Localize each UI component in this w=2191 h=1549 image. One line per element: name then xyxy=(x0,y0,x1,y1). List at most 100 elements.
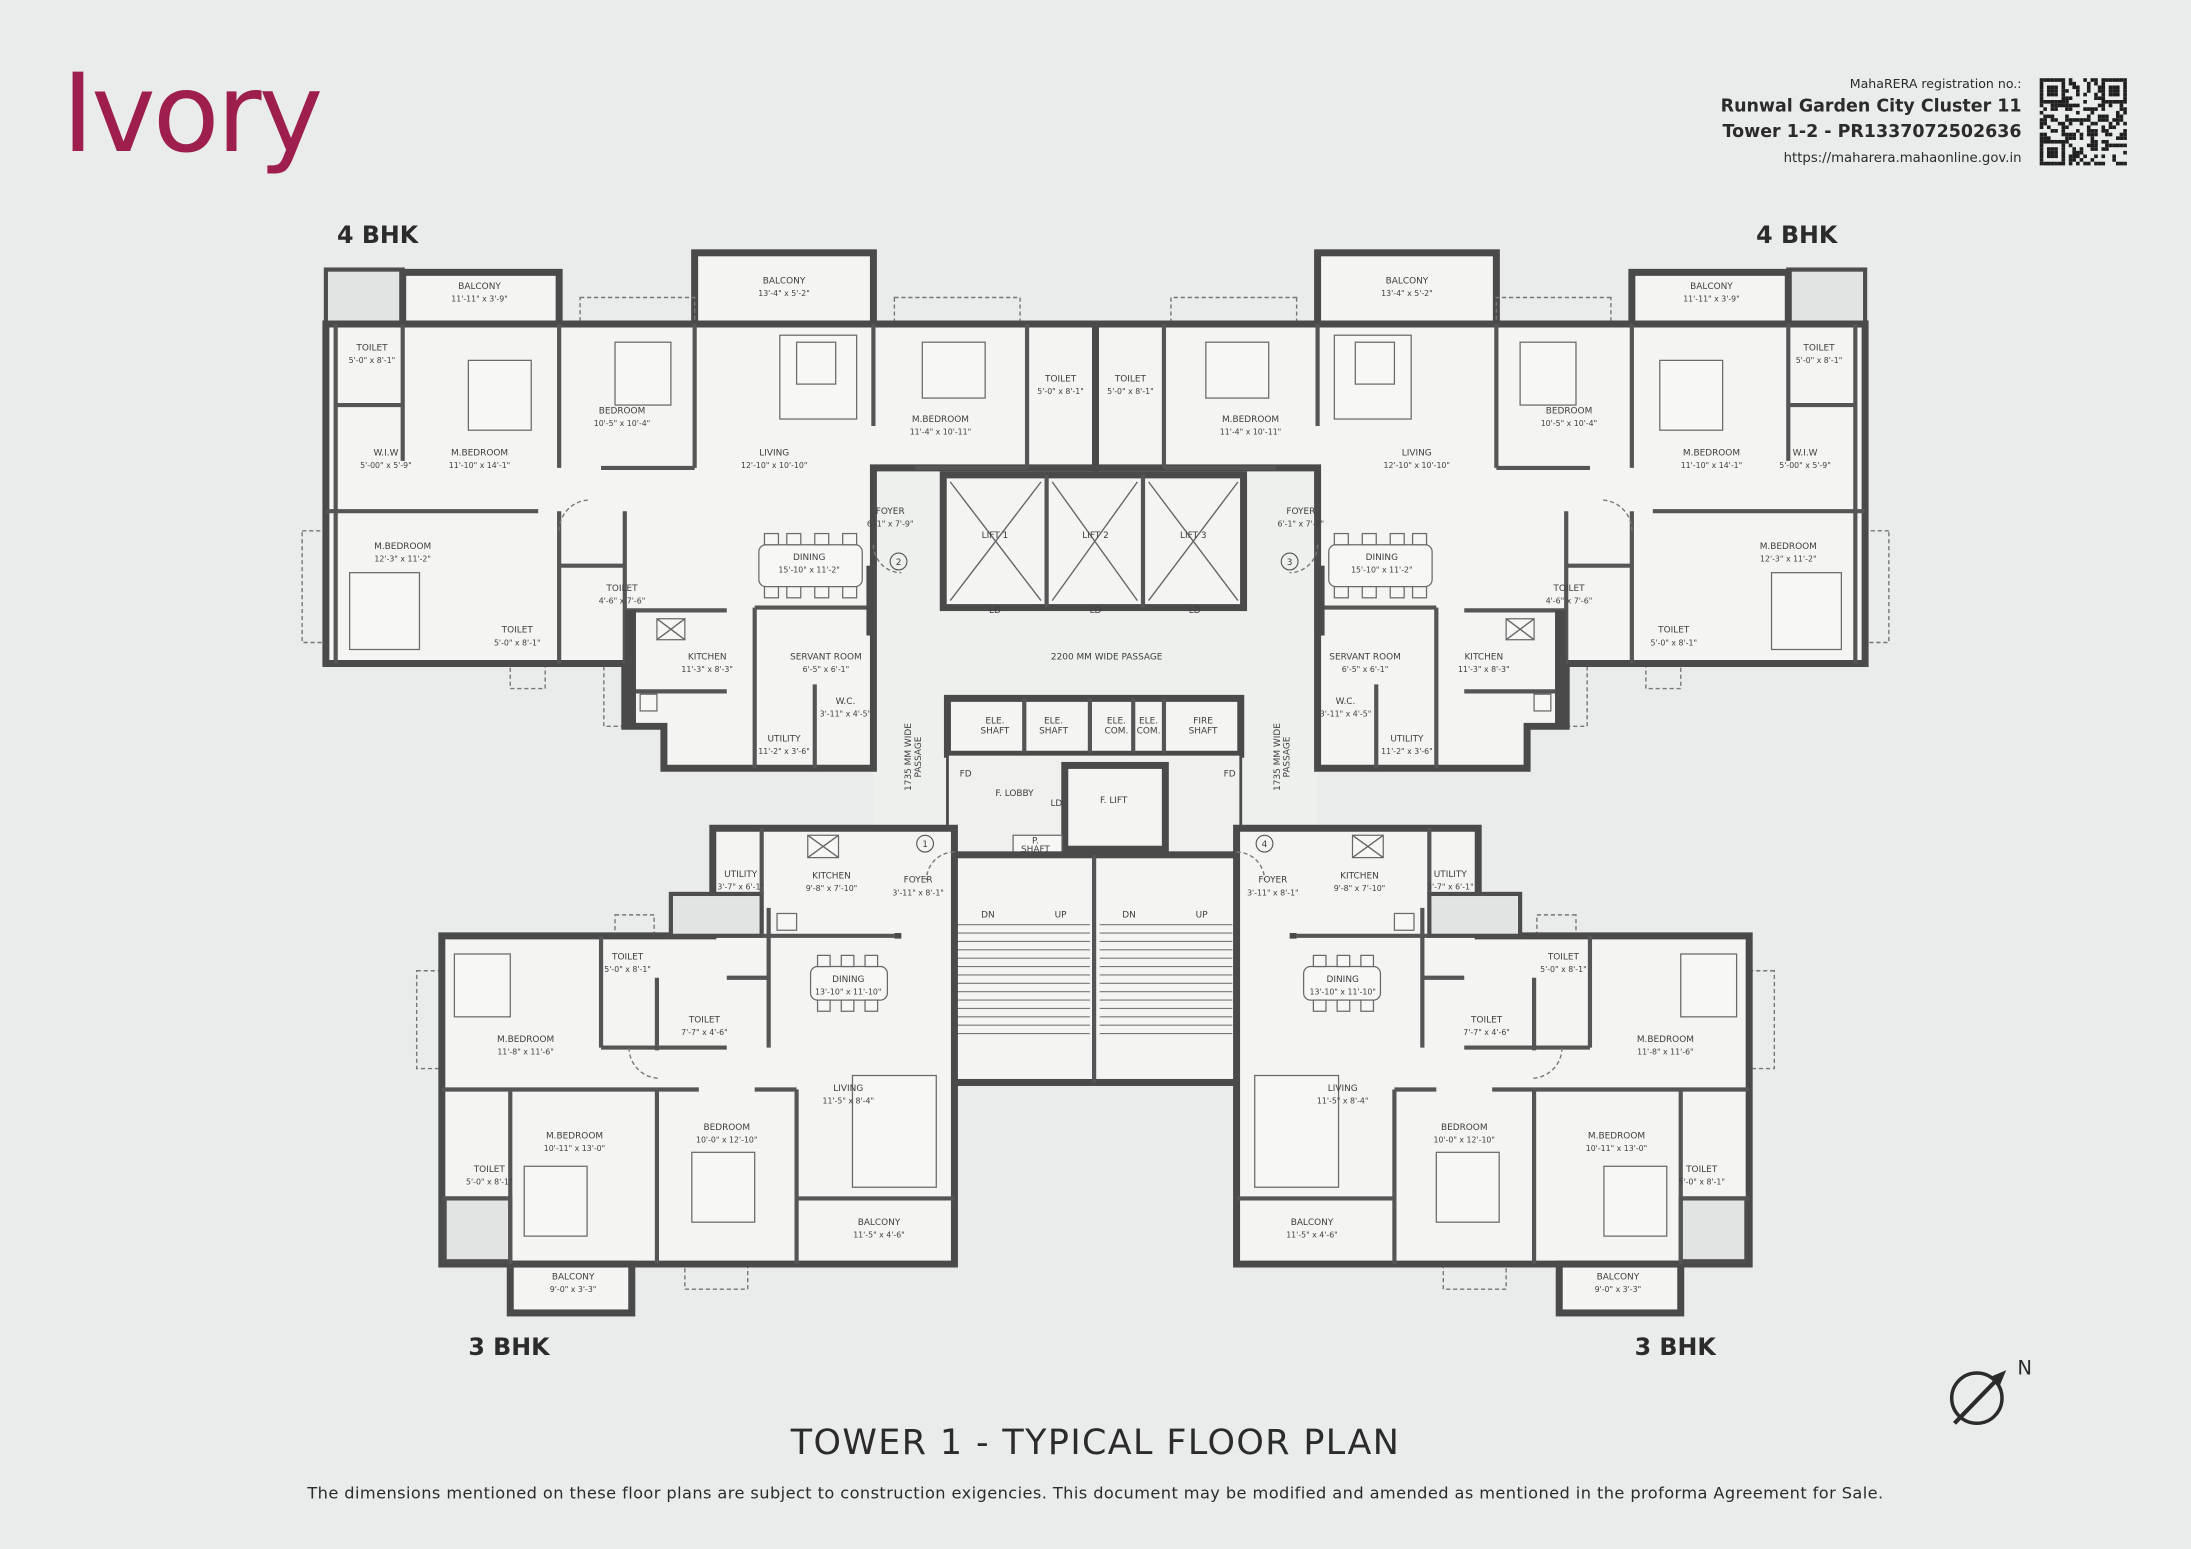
room-name: M.BEDROOM xyxy=(1683,448,1740,458)
passage-label: 2200 MM WIDE PASSAGE xyxy=(1051,652,1163,662)
room-label-m-bedroom: M.BEDROOM 10'-11" x 13'-0" xyxy=(544,1131,606,1153)
room-name: KITCHEN xyxy=(688,652,727,662)
room-size: 10'-0" x 12'-10" xyxy=(1433,1136,1495,1145)
stair-down-label: DN xyxy=(1122,911,1136,921)
room-size: 11'-5" x 4'-6" xyxy=(853,1231,905,1240)
room-label-dining: DINING 13'-10" x 11'-10" xyxy=(1309,975,1375,997)
room-size: 10'-5" x 10'-4" xyxy=(594,419,651,428)
room-name: BEDROOM xyxy=(1546,406,1593,416)
room-label-living: LIVING 11'-5" x 8'-4" xyxy=(822,1084,874,1106)
room-name: TOILET xyxy=(688,1015,721,1025)
room-name: TOILET xyxy=(611,953,644,963)
side-passage-label: 1735 MM WIDEPASSAGE xyxy=(1273,723,1293,791)
flat-number-3: 3 xyxy=(1280,552,1299,571)
flat-number-1: 1 xyxy=(916,834,935,853)
room-name: M.BEDROOM xyxy=(546,1131,603,1141)
room-size: 11'-4" x 10'-11" xyxy=(910,427,972,436)
room-size: 4'-6" x 7'-6" xyxy=(599,596,646,605)
room-size: 5'-0" x 8'-1" xyxy=(1678,1177,1725,1186)
room-size: 7'-7" x 4'-6" xyxy=(1463,1028,1510,1037)
room-name: FOYER xyxy=(876,507,905,517)
svg-text:2: 2 xyxy=(896,558,902,568)
lift-2-label: LIFT 2 xyxy=(1082,531,1109,541)
fire-lobby-label: F. LOBBY xyxy=(995,789,1034,799)
room-name: LIVING xyxy=(833,1084,863,1094)
room-name: BALCONY xyxy=(552,1272,595,1282)
room-size: 3'-11" x 4'-5" xyxy=(1320,710,1372,719)
room-name: BEDROOM xyxy=(1441,1123,1488,1133)
room-size: 3'-7" x 6'-1" xyxy=(1427,883,1474,892)
north-label: N xyxy=(2017,1356,2032,1379)
room-size: 10'-11" x 13'-0" xyxy=(544,1144,606,1153)
room-size: 9'-8" x 7'-10" xyxy=(1334,884,1386,893)
room-name: TOILET xyxy=(1552,584,1585,594)
room-name: W.C. xyxy=(1336,697,1356,707)
room-name: BEDROOM xyxy=(703,1123,750,1133)
room-name: TOILET xyxy=(1547,953,1580,963)
room-name: TOILET xyxy=(501,626,534,636)
room-size: 11'-5" x 8'-4" xyxy=(822,1096,874,1105)
room-name: M.BEDROOM xyxy=(1588,1131,1645,1141)
unit-type-top-left: 4 BHK xyxy=(337,221,420,249)
room-name: TOILET xyxy=(1685,1165,1718,1175)
room-label-toilet: TOILET 5'-0" x 8'-1" xyxy=(1650,626,1697,648)
room-size: 6'-1" x 7'-9" xyxy=(1278,520,1325,529)
disclaimer: The dimensions mentioned on these floor … xyxy=(306,1484,1883,1503)
room-size: 5'-0" x 8'-1" xyxy=(1796,356,1843,365)
room-size: 12'-10" x 10'-10" xyxy=(741,461,807,470)
room-size: 12'-3" x 11'-2" xyxy=(374,554,431,563)
room-size: 13'-10" x 11'-10" xyxy=(1309,987,1375,996)
room-name: BALCONY xyxy=(1386,277,1429,287)
room-size: 11'-10" x 14'-1" xyxy=(1681,461,1743,470)
room-size: 11'-4" x 10'-11" xyxy=(1220,427,1282,436)
room-size: 11'-10" x 14'-1" xyxy=(449,461,511,470)
room-name: BALCONY xyxy=(858,1218,901,1228)
room-name: KITCHEN xyxy=(812,872,851,882)
room-name: DINING xyxy=(1327,975,1359,985)
room-size: 3'-11" x 8'-1" xyxy=(1247,888,1299,897)
room-name: DINING xyxy=(793,553,825,563)
room-label-bedroom: BEDROOM 10'-0" x 12'-10" xyxy=(1433,1123,1495,1145)
room-size: 3'-7" x 6'-1" xyxy=(717,883,764,892)
room-name: BALCONY xyxy=(763,277,806,287)
stair-up-label: UP xyxy=(1196,911,1209,921)
room-name: M.BEDROOM xyxy=(497,1035,554,1045)
room-name: TOILET xyxy=(1657,626,1690,636)
rera-url[interactable]: https://maharera.mahaonline.gov.in xyxy=(1784,151,2022,166)
room-name: TOILET xyxy=(1114,374,1147,384)
room-name: TOILET xyxy=(473,1165,506,1175)
room-name: UTILITY xyxy=(1390,735,1424,745)
room-label-balcony: BALCONY 11'-5" x 4'-6" xyxy=(853,1218,905,1240)
room-label-kitchen: KITCHEN 11'-3" x 8'-3" xyxy=(1458,652,1510,674)
room-size: 6'-1" x 7'-9" xyxy=(867,520,914,529)
room-size: 11'-2" x 3'-6" xyxy=(1381,747,1433,756)
room-name: W.I.W xyxy=(1793,448,1818,458)
room-name: DINING xyxy=(1366,553,1398,563)
room-name: BALCONY xyxy=(1597,1272,1640,1282)
room-size: 11'-3" x 8'-3" xyxy=(1458,665,1510,674)
room-name: BALCONY xyxy=(1690,282,1733,292)
room-size: 3'-11" x 8'-1" xyxy=(892,888,944,897)
room-size: 6'-5" x 6'-1" xyxy=(1342,665,1389,674)
room-name: KITCHEN xyxy=(1464,652,1503,662)
room-size: 3'-11" x 4'-5" xyxy=(820,710,872,719)
room-size: 5'-0" x 8'-1" xyxy=(1650,638,1697,647)
